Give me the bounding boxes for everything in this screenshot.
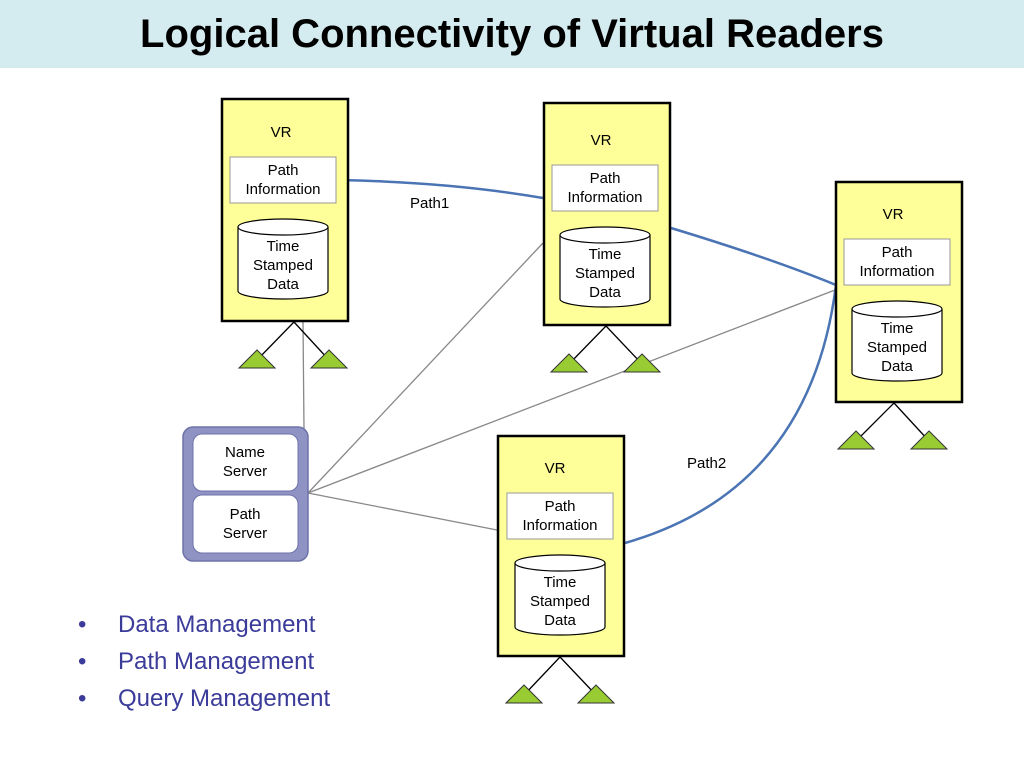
path-server-box (192, 494, 299, 554)
antenna-icon (504, 656, 616, 704)
bullet-text: Data Management (118, 611, 316, 638)
path1-label: Path1 (410, 195, 449, 212)
vr-label: VR (545, 460, 566, 477)
antenna-icon (549, 325, 662, 373)
storage-line2: Stamped (530, 593, 590, 610)
path-information-line1: Path (882, 244, 913, 261)
path-server-line1: Path (230, 506, 261, 523)
path-information-line2: Information (859, 263, 934, 280)
bullet-item: • Path Management (78, 643, 330, 680)
vr-label: VR (591, 132, 612, 149)
path-information-line2: Information (567, 189, 642, 206)
storage-line2: Stamped (867, 339, 927, 356)
path1-segment-a (335, 178, 544, 200)
antenna-icon (237, 321, 349, 369)
bullet-dot-icon: • (78, 648, 87, 675)
vr-node-bottom: VR Path Information Time Stamped Data (496, 434, 626, 704)
storage-line2: Stamped (253, 257, 313, 274)
storage-line3: Data (544, 612, 576, 629)
path1-segment-b (670, 226, 837, 287)
page-title: Logical Connectivity of Virtual Readers (140, 11, 884, 56)
link-server-vr-top-middle (307, 242, 544, 494)
storage-line2: Stamped (575, 265, 635, 282)
bullet-text: Path Management (118, 648, 315, 675)
path-information-box (843, 238, 951, 286)
link-server-vr-top-left (302, 321, 305, 431)
antenna-icon (836, 402, 949, 450)
database-cylinder-icon (514, 554, 606, 636)
database-cylinder-icon (237, 218, 329, 300)
storage-line1: Time (589, 246, 622, 263)
bullet-dot-icon: • (78, 685, 87, 712)
storage-line3: Data (589, 284, 621, 301)
path-server-line2: Server (223, 525, 267, 542)
bullet-list: • Data Management • Path Management • Query… (78, 606, 330, 717)
bullet-item: • Query Management (78, 680, 330, 717)
name-server-line1: Name (225, 444, 265, 461)
vr-node-top-left: VR Path Information Time Stamped Data (220, 97, 350, 369)
server-links (302, 242, 836, 531)
bullet-dot-icon: • (78, 611, 87, 638)
path-information-box (229, 156, 337, 204)
bullet-item: • Data Management (78, 606, 330, 643)
name-server-line2: Server (223, 463, 267, 480)
link-server-vr-bottom (307, 492, 498, 531)
path-information-line2: Information (522, 517, 597, 534)
path2-curve (624, 284, 838, 545)
vr-node-top-middle: VR Path Information Time Stamped Data (542, 101, 672, 373)
storage-line1: Time (881, 320, 914, 337)
name-server-box (192, 433, 299, 492)
vr-label: VR (271, 124, 292, 141)
path-information-box (506, 492, 614, 540)
storage-line1: Time (267, 238, 300, 255)
database-cylinder-icon (851, 300, 943, 382)
storage-line1: Time (544, 574, 577, 591)
bullet-text: Query Management (118, 685, 331, 712)
vr-node-right: VR Path Information Time Stamped Data (834, 180, 964, 450)
database-cylinder-icon (559, 226, 651, 308)
storage-line3: Data (267, 276, 299, 293)
path-information-line2: Information (245, 181, 320, 198)
storage-line3: Data (881, 358, 913, 375)
path-information-line1: Path (545, 498, 576, 515)
path-information-box (551, 164, 659, 212)
path-information-line1: Path (268, 162, 299, 179)
link-server-vr-right (307, 289, 836, 494)
vr-label: VR (883, 206, 904, 223)
path-curves (335, 178, 838, 545)
path-information-line1: Path (590, 170, 621, 187)
title-bar: Logical Connectivity of Virtual Readers (0, 0, 1024, 68)
server-block: Name Server Path Server (182, 426, 309, 562)
path2-label: Path2 (687, 455, 726, 472)
